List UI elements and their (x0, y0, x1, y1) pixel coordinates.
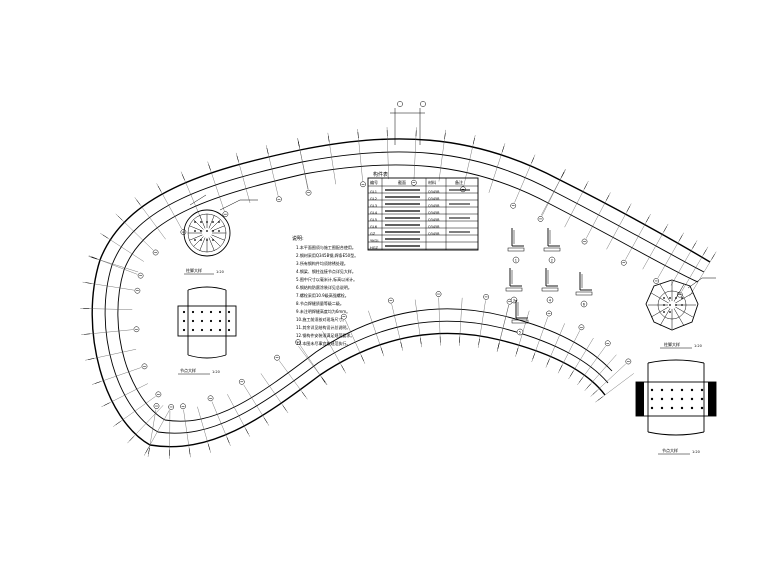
notes-line: 8.节点焊缝质量等级二级。 (296, 300, 344, 306)
notes-line: 13.本图未尽事宜按规范执行。 (296, 340, 350, 346)
table-row-material: Q345B (428, 218, 440, 222)
section-label: 5 (519, 330, 521, 334)
section-label: 2 (551, 258, 553, 262)
table-row-id: GL2 (370, 197, 377, 201)
radial-rib-lines (80, 108, 717, 459)
notes-line: 11.其余详见结构设计总说明。 (296, 324, 350, 330)
table-header-material: 材料 (428, 179, 436, 185)
notes-line: 2.钢材采用Q345B钢,焊条E50型。 (296, 252, 358, 258)
grid-axis-bubbles (133, 101, 683, 410)
notes-title: 说明: (292, 235, 304, 242)
notes-line: 9.未注明焊缝高度均为6mm。 (296, 308, 350, 314)
table-header-section: 截面 (398, 179, 406, 185)
detail-3-scale: 1:20 (694, 344, 702, 348)
notes-line: 7.螺栓采用10.9级高强螺栓。 (296, 292, 349, 298)
detail-column-splice-right: 节点大样 1:20 (635, 359, 717, 455)
section-label: 1 (515, 258, 517, 262)
notes-line: 10.施工前须核对现场尺寸。 (296, 316, 346, 322)
table-row-id: GL1 (370, 190, 377, 194)
notes-line: 4.钢梁、钢柱连接节点详见大样。 (296, 268, 356, 274)
table-row-id: HGZ (370, 246, 378, 250)
table-row-material: Q345B (428, 190, 440, 194)
table-row-id: GL5 (370, 218, 377, 222)
component-table: 构件表 编号 截面 材料 备注 GL1 GL2 GL3 GL4 GL5 GL6 … (367, 171, 479, 251)
table-row-material: Q345B (428, 211, 440, 215)
table-row-material: Q345B (428, 232, 440, 236)
table-row-id: GL6 (370, 225, 378, 229)
section-label: 3 (513, 298, 515, 302)
detail-2-scale: 1:20 (212, 370, 220, 374)
section-label: 4 (549, 298, 552, 302)
notes-line: 6.钢结构防腐涂装详见总说明。 (296, 284, 352, 290)
design-notes: 说明: 1.本平面图须与施工图配合使用。 2.钢材采用Q345B钢,焊条E50型… (292, 235, 358, 346)
table-row-material: Q345B (428, 204, 440, 208)
table-header-note: 备注 (455, 179, 463, 185)
curved-beam-plan (91, 138, 711, 448)
detail-4-title: 节点大样 (662, 447, 678, 453)
section-sketches: 1 2 3 4 5 6 (505, 228, 593, 336)
detail-column-splice-left: 节点大样 1:20 (177, 286, 237, 375)
notes-line: 5.图中尺寸以毫米计,标高以米计。 (296, 276, 357, 282)
detail-4-scale: 1:20 (692, 450, 700, 454)
table-row-id: GZ (370, 232, 376, 236)
table-row-material: Q345B (428, 197, 440, 201)
table-title: 构件表 (373, 171, 388, 178)
table-row-id: YKGL (370, 239, 379, 243)
section-label: 6 (583, 302, 585, 306)
table-row-id: GL3 (370, 204, 377, 208)
table-row-id: GL4 (370, 211, 378, 215)
detail-3-title: 柱脚大样 (664, 341, 680, 347)
notes-line: 3.所有钢构件均须除锈处理。 (296, 260, 348, 266)
notes-line: 12.钢构件安装须满足规范要求。 (296, 332, 354, 338)
detail-1-scale: 1:20 (216, 270, 224, 274)
detail-column-base-right: 柱脚大样 1:20 (645, 277, 716, 349)
table-row-material: Q345B (428, 225, 440, 229)
table-header-id: 编号 (370, 179, 378, 185)
detail-column-base-left: 柱脚大样 1:20 (183, 194, 258, 275)
notes-line: 1.本平面图须与施工图配合使用。 (296, 244, 356, 250)
detail-2-title: 节点大样 (180, 367, 196, 373)
detail-1-title: 柱脚大样 (186, 267, 202, 273)
